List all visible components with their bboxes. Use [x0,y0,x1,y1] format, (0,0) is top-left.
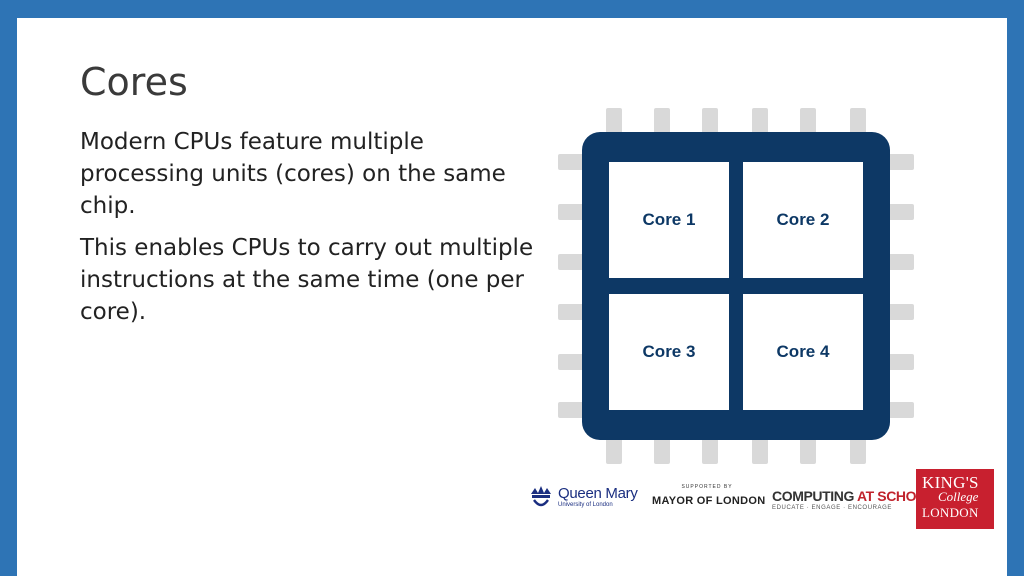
cpu-pin [558,154,584,170]
queen-mary-logo: Queen Mary University of London [528,482,638,514]
queen-mary-subtitle: University of London [558,502,613,508]
cpu-pin [558,354,584,370]
core-2: Core 2 [743,162,863,278]
cpu-pin [558,304,584,320]
core-1: Core 1 [609,162,729,278]
kings-college-london-logo: KING'S College LONDON [916,469,994,529]
cpu-pin [558,204,584,220]
cas-name-part1: COMPUTING [772,488,857,504]
cpu-pin [654,108,670,134]
cpu-pin [850,438,866,464]
cpu-diagram: Core 1 Core 2 Core 3 Core 4 [558,108,914,464]
slide-title: Cores [80,60,188,104]
cpu-pin [800,108,816,134]
computing-at-school-name: COMPUTING AT SCHOOL [772,488,935,504]
cpu-pin [888,154,914,170]
kcl-line3: LONDON [922,505,979,520]
body-paragraph-1: Modern CPUs feature multiple processing … [80,129,506,219]
mayor-supported-by: SUPPORTED BY [681,484,733,490]
cpu-pin [888,354,914,370]
cpu-pin [606,438,622,464]
cpu-pin [888,254,914,270]
cpu-pin [850,108,866,134]
queen-mary-name: Queen Mary [558,485,638,502]
cpu-pin [606,108,622,134]
cpu-pin [702,108,718,134]
cpu-pin [558,402,584,418]
cpu-pin [888,402,914,418]
kcl-line1: KING'S [922,473,979,492]
cas-tagline: EDUCATE · ENGAGE · ENCOURAGE [772,505,893,511]
cpu-pin [558,254,584,270]
cpu-pin [702,438,718,464]
cpu-pin [654,438,670,464]
cpu-pin [800,438,816,464]
body-paragraph-2: This enables CPUs to carry out multiple … [80,235,534,325]
mayor-of-london-name: MAYOR OF LONDON [652,495,766,507]
computing-at-school-logo: COMPUTING AT SCHOOL EDUCATE · ENGAGE · E… [772,488,935,518]
crown-icon [531,486,551,507]
cpu-pin [752,108,768,134]
cpu-pin [888,304,914,320]
sponsor-logos: Queen Mary University of London SUPPORTE… [520,466,1000,530]
core-4: Core 4 [743,294,863,410]
cas-name-part2: AT SCHOOL [856,488,935,504]
slide-body: Modern CPUs feature multiple processing … [80,126,550,338]
cpu-chip: Core 1 Core 2 Core 3 Core 4 [582,132,890,440]
core-3: Core 3 [609,294,729,410]
cpu-pin [752,438,768,464]
cpu-pin [888,204,914,220]
mayor-of-london-logo: SUPPORTED BY MAYOR OF LONDON [652,484,766,514]
kcl-line2: College [938,489,979,504]
